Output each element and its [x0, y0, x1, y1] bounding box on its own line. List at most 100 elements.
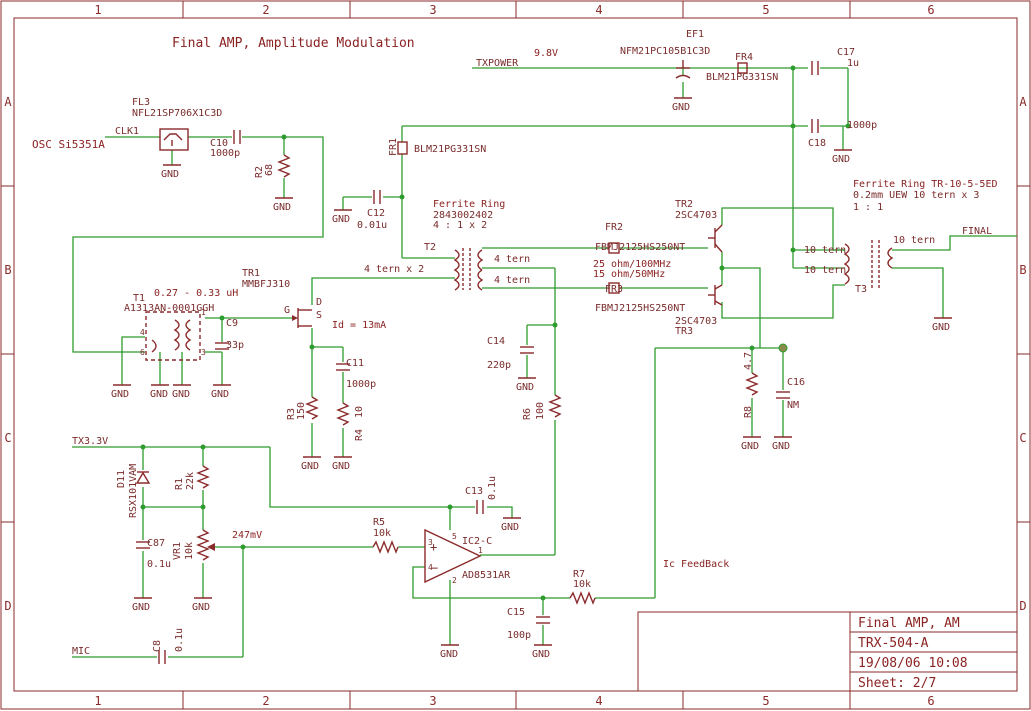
components-fr2-ref-label: FR2: [605, 222, 623, 233]
components-ef1-value-label: NFM21PC105B1C3D: [620, 46, 710, 57]
components-fr3-ref-label: FR3: [605, 284, 623, 295]
components-vr1-value-label: 10k: [184, 542, 195, 560]
net-txpower-v: 9.8V: [534, 48, 558, 59]
r1-resistor: R1 22k: [174, 465, 210, 490]
ferrite-note-1: 25 ohm/100MHz: [593, 259, 671, 270]
c12-capacitor: C12 0.01u: [357, 190, 387, 231]
sheet-title: Final AMP, Amplitude Modulation: [172, 36, 415, 51]
components-c17-ref-label: C17: [837, 47, 855, 58]
components-t2-sec1-label: 4 tern: [494, 254, 530, 265]
gnd-c16: GND: [772, 436, 792, 452]
components-t1-value-label: A1313AN-0001GGH: [124, 303, 214, 314]
col-5-bottom: 5: [762, 694, 769, 708]
tr3-transistor: 2SC4703 TR3: [675, 284, 723, 337]
components-t1-p1-label: 1: [201, 308, 206, 317]
components-ic2-p4-label: 4: [428, 563, 433, 572]
r8-resistor: 4.7 R8: [743, 352, 759, 418]
gnd-c13: GND: [501, 517, 521, 533]
c18-capacitor: C18 1000p: [808, 119, 877, 149]
vr1-potentiometer: VR1 10k: [172, 529, 215, 561]
components-c15-ref-label: C15: [507, 607, 525, 618]
components-ef1-ref-label: EF1: [686, 29, 704, 40]
components-t2-sec2-label: 4 tern: [494, 275, 530, 286]
col-1-bottom: 1: [94, 694, 101, 708]
components-tr3-value-label: 2SC4703: [675, 316, 717, 327]
components-t3-core-label: Ferrite Ring TR-10-5-5ED: [853, 179, 998, 190]
components-fr4-ref-label: FR4: [735, 52, 753, 63]
row-c-left: C: [4, 431, 11, 445]
col-6-bottom: 6: [927, 694, 934, 708]
nets-gnd-label: GND: [832, 154, 850, 165]
components-d11-value-label: RSX101VAM: [128, 464, 139, 518]
row-b-right: B: [1019, 263, 1026, 277]
gnd-fl3: GND: [161, 164, 181, 180]
c8-capacitor: C8 0.1u: [152, 628, 185, 664]
gnd-c18: GND: [832, 149, 852, 165]
components-t3-w2-label: 10 tern: [804, 265, 846, 276]
nets-gnd-label: GND: [440, 649, 458, 660]
components-c9-ref-label: C9: [226, 318, 238, 329]
components-tr1-g-label: G: [284, 305, 290, 316]
components-r2-value-label: 68: [264, 164, 275, 176]
t1-transformer: 0.27 - 0.33 uH T1 A1313AN-0001GGH 4 6 1 …: [124, 288, 238, 361]
row-a-left: A: [4, 95, 12, 109]
gnd-t1-4: GND: [111, 384, 131, 400]
label-ic-feedback: Ic FeedBack: [663, 559, 729, 570]
net-txpower: TXPOWER: [476, 58, 519, 69]
row-d-left: D: [4, 599, 11, 613]
gnd-c14: GND: [516, 377, 536, 393]
components-r4-ref-label: R4: [354, 429, 365, 441]
components-r2-ref-label: R2: [254, 166, 265, 178]
c11-capacitor: C11 1000p: [336, 358, 376, 390]
gnd-vr1: GND: [192, 597, 212, 613]
components-tr3-ref-label: TR3: [675, 326, 693, 337]
gnd-symbols: GND GND GND GND GND GND GND GND GND GND …: [111, 97, 952, 660]
components-t3-w1-label: 10 tern: [804, 245, 846, 256]
gnd-c9: GND: [211, 384, 231, 400]
col-2-top: 2: [262, 3, 269, 17]
components-c13-value-label: 0.1u: [487, 476, 498, 500]
components-r8-value-label: 4.7: [743, 352, 754, 370]
nets-gnd-label: GND: [161, 169, 179, 180]
r4-resistor: R4 10: [336, 402, 365, 441]
gnd-c12: GND: [332, 209, 352, 225]
components-r4-value-label: 10: [354, 406, 365, 418]
components-r1-value-label: 22k: [185, 472, 196, 490]
fr3-ferrite: FR3 FBMJ2125HS250NT: [595, 282, 685, 314]
components-tr1-ref-label: TR1: [242, 268, 260, 279]
components-ic2-p3-label: 3: [428, 538, 433, 547]
nets-gnd-label: GND: [332, 214, 350, 225]
nets-gnd-label: GND: [516, 382, 534, 393]
components-tr1-d-label: D: [316, 297, 322, 308]
gnd-t1-b: GND: [172, 384, 191, 400]
gnd-ic2: GND: [440, 644, 459, 660]
col-5-top: 5: [762, 3, 769, 17]
gnd-t3: GND: [932, 317, 952, 333]
nets-gnd-label: GND: [772, 441, 790, 452]
components-t2-core-label: Ferrite Ring: [433, 199, 505, 210]
nets-gnd-label: GND: [192, 602, 210, 613]
components-t3-w3-label: 10 tern: [893, 235, 935, 246]
nets-gnd-label: GND: [532, 649, 550, 660]
fr1-ferrite: FR1 BLM21PG331SN: [388, 138, 486, 156]
components-fr2-value-label: FBMJ2125HS250NT: [595, 242, 685, 253]
components-c87-value-label: 0.1u: [147, 559, 171, 570]
components-r6-value-label: 100: [535, 402, 546, 420]
gnd-r3: GND: [301, 456, 321, 472]
svg-text:−: −: [431, 561, 438, 575]
components-c12-ref-label: C12: [367, 208, 385, 219]
components-fr1-value-label: BLM21PG331SN: [414, 144, 486, 155]
title-block-sheet: Sheet: 2/7: [858, 676, 936, 691]
components-c11-value-label: 1000p: [346, 379, 376, 390]
nets-gnd-label: GND: [501, 522, 519, 533]
components-t1-p6-label: 6: [140, 348, 145, 357]
col-3-top: 3: [429, 3, 436, 17]
components-c14-value-label: 220p: [487, 360, 511, 371]
d11-diode: D11 RSX101VAM: [116, 464, 151, 518]
gnd-c87: GND: [132, 597, 152, 613]
row-d-right: D: [1019, 599, 1026, 613]
col-2-bottom: 2: [262, 694, 269, 708]
components-tr2-ref-label: TR2: [675, 199, 693, 210]
net-247mv: 247mV: [232, 530, 262, 541]
gnd-ef1: GND: [672, 97, 692, 113]
